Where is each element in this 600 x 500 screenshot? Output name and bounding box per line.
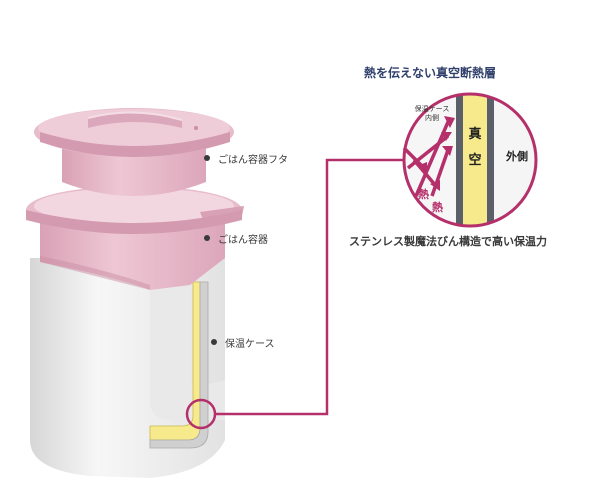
outer-side-label: 外側 — [506, 150, 528, 163]
container-label: ごはん容器 — [218, 235, 268, 246]
heat-label-1: 熱 — [418, 188, 429, 201]
detail-connector-line — [215, 158, 404, 416]
vacuum-label: 真 空 — [467, 128, 483, 168]
rice-container — [40, 222, 225, 290]
inner-side-label-line1: 保温ケース — [414, 105, 450, 113]
vacuum-label-line1: 真 — [468, 127, 482, 142]
inner-side-label-line2: 内側 — [425, 114, 439, 122]
inner-side-label: 保温ケース 内側 — [406, 105, 458, 123]
container-lid — [34, 108, 234, 196]
vacuum-label-line2: 空 — [468, 153, 482, 168]
lid-label: ごはん容器フタ — [218, 155, 288, 166]
container-rim — [26, 186, 244, 234]
detail-heading: 熱を伝えない真空断熱層 — [364, 66, 497, 80]
warming-case — [30, 258, 225, 478]
case-label: 保温ケース — [225, 339, 275, 350]
heat-arrows — [402, 116, 455, 197]
detail-caption: ステンレス製魔法びん構造で高い保温力 — [349, 235, 547, 248]
heat-label-2: 熱 — [432, 201, 443, 214]
